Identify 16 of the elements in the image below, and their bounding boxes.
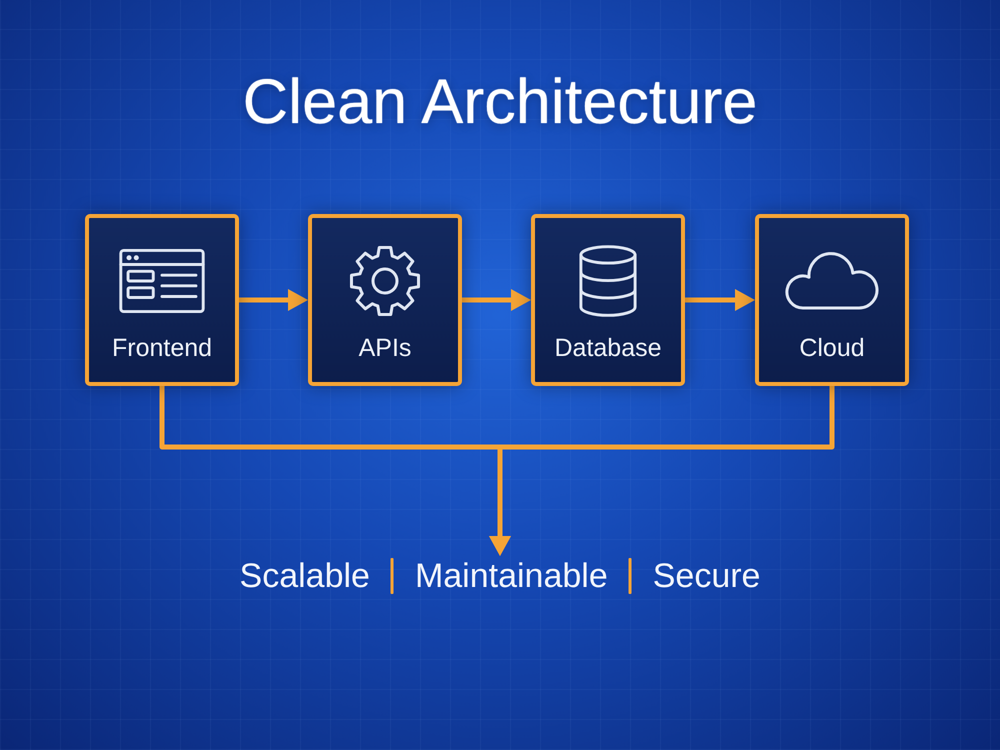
quality-label: Maintainable <box>414 556 608 596</box>
quality-label: Secure <box>652 556 760 596</box>
box-label: Frontend <box>112 334 212 362</box>
component-box <box>755 214 909 386</box>
arrow <box>239 289 308 311</box>
title: Clean Architecture <box>242 66 758 138</box>
component-box <box>531 214 685 386</box>
box-label: Database <box>554 334 662 362</box>
arrow <box>462 289 531 311</box>
component-box <box>308 214 462 386</box>
arrow <box>685 289 755 311</box>
box-label: APIs <box>358 334 412 362</box>
component-box <box>85 214 239 386</box>
quality-label: Scalable <box>240 556 370 596</box>
arrow <box>489 386 834 556</box>
box-label: Cloud <box>799 334 865 362</box>
